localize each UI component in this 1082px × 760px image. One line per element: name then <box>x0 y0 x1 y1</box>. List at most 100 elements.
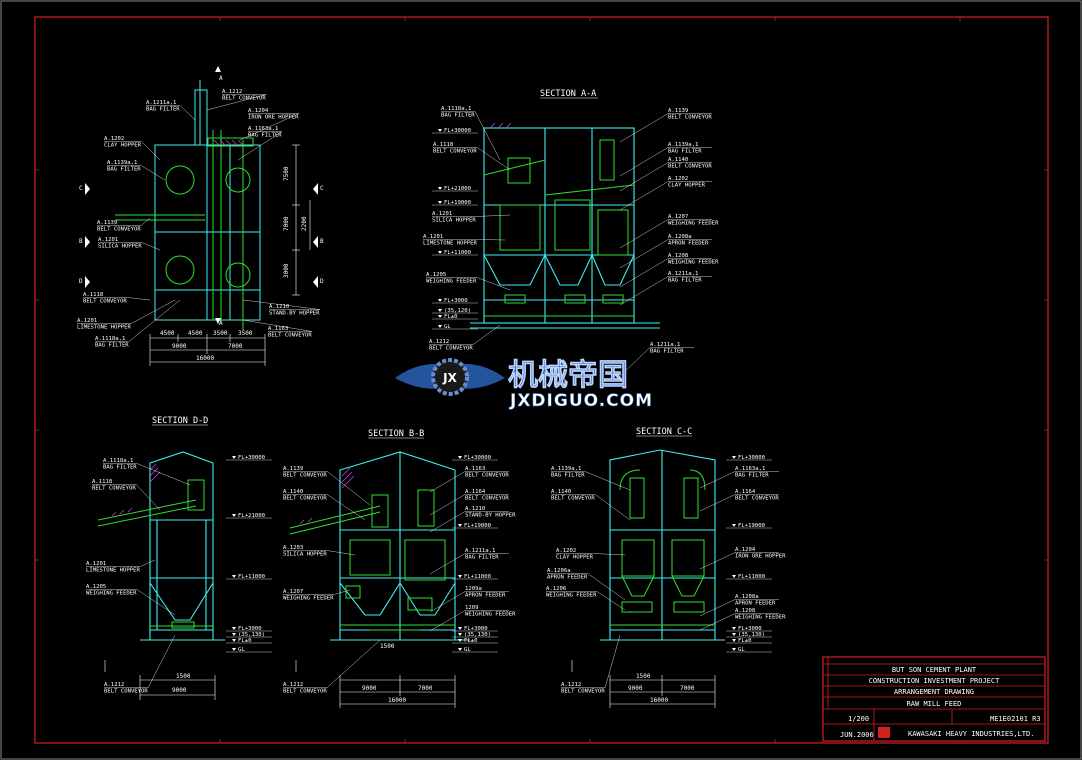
equipment-tag: A.1140 <box>668 157 688 163</box>
equipment-name: BAG FILTER <box>107 167 141 173</box>
dim-v-2: 2200 <box>301 216 308 231</box>
dim-b1-0: 4500 <box>160 330 175 337</box>
equipment-tag: A.1118a,1 <box>95 336 125 342</box>
leader-line <box>619 258 669 288</box>
leader-line <box>584 471 631 491</box>
level-marker-icon <box>732 456 736 459</box>
equipment-tag: A.1204 <box>735 547 756 553</box>
leader-line <box>476 277 511 291</box>
equipment-tag: A.1212 <box>561 682 581 688</box>
level-marker-icon <box>438 325 442 328</box>
leader-line <box>131 299 176 324</box>
marker-d-left: D <box>79 278 83 285</box>
section-dd-levels: FL+30000FL+21000FL+11000FL+3000(35,130)F… <box>226 455 272 653</box>
equipment-tag: A.1212 <box>429 339 449 345</box>
equipment-name: BAG FILTER <box>146 107 180 113</box>
level-label: FL+3000 <box>464 626 488 632</box>
equipment-tag: A.1139 <box>283 466 303 472</box>
leader-line <box>128 299 181 342</box>
level-label: GL <box>464 647 471 653</box>
equipment-tag: A.1139 <box>668 108 688 114</box>
equipment-tag: A.1211a,1 <box>668 271 698 277</box>
equipment-name: BAG FILTER <box>668 278 702 284</box>
level-marker-icon <box>438 251 442 254</box>
leader-line <box>699 494 736 512</box>
marker-c-left: C <box>79 185 83 192</box>
level-label: FL+11000 <box>464 574 491 580</box>
level-marker-icon <box>732 627 736 630</box>
section-bb-title: SECTION B-B <box>368 429 424 439</box>
leader-line <box>619 239 669 269</box>
equipment-tag: A.1210 <box>465 506 485 512</box>
equipment-tag: 1209a <box>465 586 482 592</box>
level-label: FL+30000 <box>444 128 471 134</box>
tb-drawing-no: ME1E02101 R3 <box>990 715 1041 723</box>
level-label: GL <box>238 647 245 653</box>
equipment-tag: A.1201 <box>86 561 106 567</box>
equipment-name: BELT CONVEYOR <box>735 496 779 502</box>
leader-line <box>587 573 626 601</box>
equipment-tag: A.1163a,1 <box>735 466 765 472</box>
level-label: FL+11000 <box>444 250 471 256</box>
level-label: FL+21000 <box>238 513 265 519</box>
marker-a-bottom: A <box>219 320 223 327</box>
equipment-tag: A.1211a,1 <box>650 342 680 348</box>
cc-dim-1: 9000 <box>628 685 643 692</box>
leader-line <box>619 113 669 143</box>
equipment-name: BAG FILTER <box>248 133 282 139</box>
leader-line <box>136 484 161 511</box>
watermark-latin: JXDIGUO.COM <box>509 391 653 411</box>
level-marker-icon <box>458 575 462 578</box>
equipment-name: BAG FILTER <box>650 349 684 355</box>
equipment-name: BELT CONVEYOR <box>97 227 141 233</box>
dim-b2-0: 9000 <box>172 343 187 350</box>
equipment-name: BELT CONVEYOR <box>465 473 509 479</box>
level-marker-icon <box>232 639 236 642</box>
level-marker-icon <box>438 129 442 132</box>
equipment-tag: A.1208a <box>668 234 692 240</box>
level-marker-icon <box>232 633 236 636</box>
cc-dim-3: 16000 <box>650 697 668 704</box>
leader-line <box>140 165 166 181</box>
equipment-tag: A.1118a,1 <box>441 106 471 112</box>
equipment-tag: A.1139a,1 <box>668 142 698 148</box>
tb-project: BUT SON CEMENT PLANT <box>892 666 977 674</box>
equipment-name: WEIGHING FEEDER <box>283 596 334 602</box>
equipment-tag: A.1118 <box>433 142 454 148</box>
leader-line <box>595 494 631 521</box>
tb-company: KAWASAKI HEAVY INDUSTRIES,LTD. <box>908 730 1034 738</box>
watermark-chinese: 机械帝国 <box>508 358 628 393</box>
equipment-tag: A.1204 <box>248 108 269 114</box>
leader-line <box>127 297 151 301</box>
leader-line <box>699 599 736 617</box>
equipment-name: APRON FEEDER <box>547 575 588 581</box>
level-marker-icon <box>458 648 462 651</box>
level-marker-icon <box>732 648 736 651</box>
section-aa-levels: FL+30000FL+21000FL+19000FL+11000FL+3000(… <box>432 128 478 330</box>
section-cc-levels: FL+30000FL+19000FL+11000FL+3000(35,130)F… <box>726 455 772 653</box>
leader-line <box>619 147 669 177</box>
section-dd-title: SECTION D-D <box>152 416 208 426</box>
equipment-name: WEIGHING FEEDER <box>86 591 137 597</box>
equipment-name: BELT CONVEYOR <box>268 333 312 339</box>
leader-line <box>619 219 669 249</box>
leader-line <box>619 162 669 192</box>
equipment-tag: 1209 <box>465 605 478 611</box>
title-block: BUT SON CEMENT PLANT CONSTRUCTION INVEST… <box>822 656 1046 742</box>
leader-line <box>148 634 176 688</box>
watermark: JX 机械帝国 JXDIGUO.COM <box>395 358 653 411</box>
level-label: FL±0 <box>738 638 751 644</box>
level-label: (35,120) <box>444 308 471 314</box>
bb-dim-1: 9000 <box>362 685 377 692</box>
tb-drawing-name: RAW MILL FEED <box>907 700 962 708</box>
level-label: FL+19000 <box>464 523 491 529</box>
cc-dim-0: 1500 <box>636 673 651 680</box>
equipment-name: APRON FEEDER <box>465 593 506 599</box>
equipment-tag: A.1212 <box>222 89 242 95</box>
leader-line <box>619 276 669 306</box>
equipment-name: BAG FILTER <box>551 473 585 479</box>
equipment-name: BELT CONVEYOR <box>465 496 509 502</box>
